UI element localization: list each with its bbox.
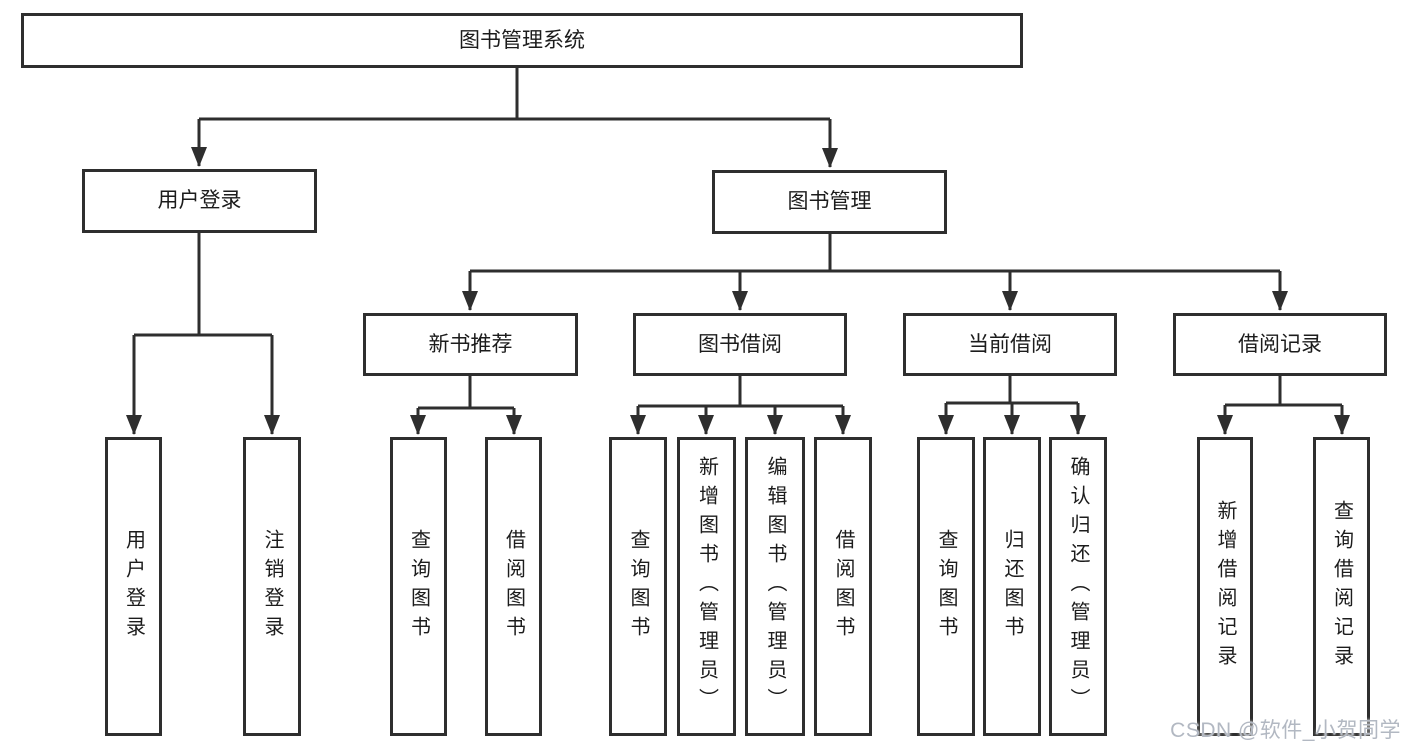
node-leaf-logout: 注销登录: [243, 437, 301, 736]
node-new-book-recommend: 新书推荐: [363, 313, 578, 376]
node-leaf-borrow-books: 借阅图书: [814, 437, 872, 736]
node-leaf-add-borrow-record: 新增借阅记录: [1197, 437, 1253, 736]
node-leaf-query-borrow-record: 查询借阅记录: [1313, 437, 1370, 736]
node-leaf-query-books-recommend: 查询图书: [390, 437, 447, 736]
connector-arrows: [126, 119, 1350, 435]
node-leaf-add-book-admin: 新增图书（管理员）: [677, 437, 736, 736]
node-leaf-query-books-borrow: 查询图书: [609, 437, 667, 736]
node-leaf-return-book: 归还图书: [983, 437, 1041, 736]
node-leaf-user-login: 用户登录: [105, 437, 162, 736]
node-current-borrowing: 当前借阅: [903, 313, 1117, 376]
node-borrowing-records: 借阅记录: [1173, 313, 1387, 376]
node-root-system: 图书管理系统: [21, 13, 1023, 68]
node-book-management-module: 图书管理: [712, 170, 947, 234]
node-leaf-borrow-books-recommend: 借阅图书: [485, 437, 542, 736]
node-leaf-edit-book-admin: 编辑图书（管理员）: [745, 437, 805, 736]
node-book-borrowing: 图书借阅: [633, 313, 847, 376]
node-leaf-query-books-current: 查询图书: [917, 437, 975, 736]
node-user-login-module: 用户登录: [82, 169, 317, 233]
watermark: CSDN @软件_小贺同学: [1170, 719, 1401, 742]
node-leaf-confirm-return-admin: 确认归还（管理员）: [1049, 437, 1107, 736]
